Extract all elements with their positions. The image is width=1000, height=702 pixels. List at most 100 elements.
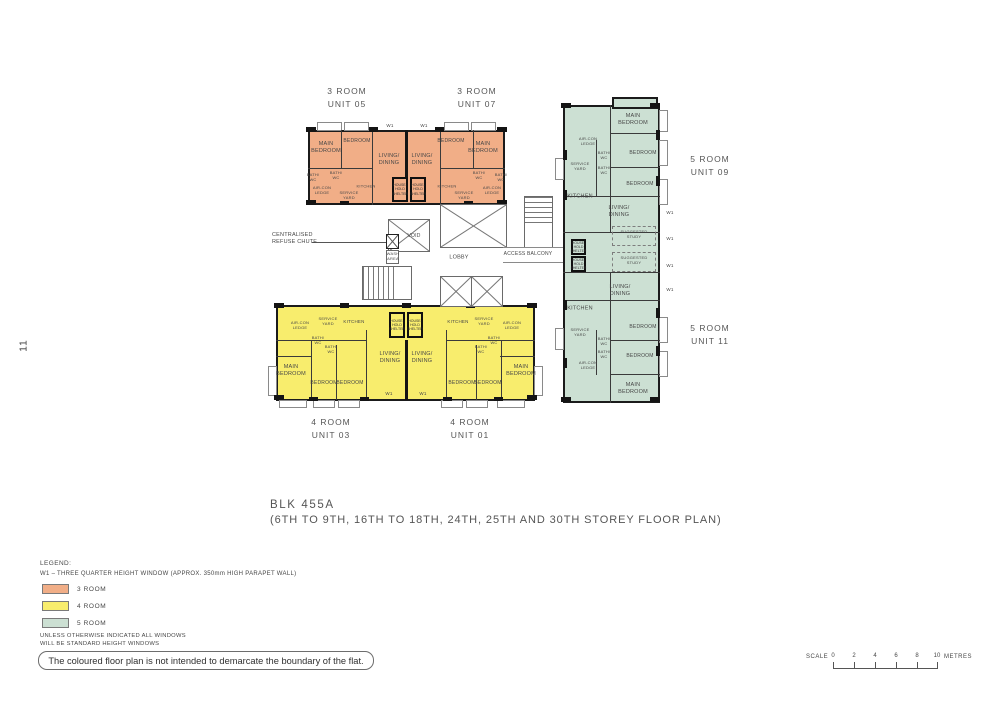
block-subtitle: (6TH TO 9TH, 16TH TO 18TH, 24TH, 25TH AN… [270,514,722,526]
scale-tick-label: 6 [894,653,898,659]
room-label-aircon-ledge: AIR-CON LEDGE [312,185,332,195]
window-sill [659,140,668,166]
unit-title-03: 4 ROOM UNIT 03 [311,416,351,440]
legend-item-3room: 3 ROOM [42,584,106,594]
household-shelter: HOUSE- HOLD SHELTER [410,177,426,202]
legend-label-4room: 4 ROOM [77,602,107,610]
wall-segment [650,397,660,402]
scale-unit-label: METRES [944,654,973,660]
partition [596,140,597,196]
wall-segment [527,303,537,308]
room-label-aircon-ledge: AIR-CON LEDGE [482,185,502,195]
window-sill [534,366,543,396]
partition [610,133,660,134]
wall-segment [563,358,567,368]
room-label-aircon-ledge: AIR-CON LEDGE [290,320,310,330]
window-sill [344,122,369,131]
wall-segment [656,308,660,318]
room-label-service-yard: SERVICE YARD [570,161,590,171]
wall-segment [435,127,444,132]
w1-label: W1 [385,391,393,397]
party-wall [405,130,408,177]
window-sill [659,179,668,205]
scale-tick-label: 0 [831,653,835,659]
room-label-bath-wc: BATH/ WC [306,172,320,182]
household-shelter: HOUSE- HOLD SHELTER [571,256,586,272]
wall-segment [306,127,316,132]
room-label-bedroom: BEDROOM [629,149,657,156]
wall-segment [274,395,284,400]
room-label-bath-wc: BATH/ WC [487,335,501,345]
disclaimer-note: The coloured floor plan is not intended … [38,651,374,670]
room-label-service-yard: SERVICE YARD [570,327,590,337]
wall-segment [464,201,473,205]
household-shelter-label: HOUSE- HOLD SHELTER [570,240,587,254]
window-sill [313,400,335,408]
leader-line [312,242,386,243]
wall-segment [656,346,660,356]
household-shelter: HOUSE- HOLD SHELTER [389,312,405,338]
room-label-service-yard: SERVICE YARD [339,190,359,200]
window-sill [268,366,277,396]
room-label-main-bedroom: MAIN BEDROOM [276,364,306,377]
legend-w1-note: W1 – THREE QUARTER HEIGHT WINDOW (APPROX… [40,571,297,577]
room-label-bath-wc: BATH/ WC [474,344,488,354]
room-label-bedroom: BEDROOM [437,137,465,144]
w1-label: W1 [420,123,428,129]
partition [441,168,505,169]
room-label-main-bedroom: MAIN BEDROOM [311,141,341,154]
household-shelter: HOUSE- HOLD SHELTER [571,239,586,255]
wall-segment [402,303,411,308]
refuse-chute [386,234,399,249]
w1-label: W1 [666,210,674,216]
wall-segment [527,395,537,400]
partition [476,345,477,400]
room-label-bath-wc: BATH/ WC [597,336,611,346]
household-shelter: HOUSE- HOLD SHELTER [392,177,408,202]
room-label-bedroom: BEDROOM [448,379,476,386]
wall-segment [563,300,567,310]
refuse-chute-label: CENTRALISED REFUSE CHUTE [272,232,318,246]
partition [563,232,660,233]
partition [366,330,367,400]
cross-lines [441,205,506,247]
partition [501,340,502,400]
room-label-bedroom: BEDROOM [626,352,654,359]
partition [500,356,535,357]
wall-segment [494,397,503,401]
room-label-bath-wc: BATH/ WC [311,335,325,345]
scale-tick [854,662,855,669]
room-label-suggested-study: SUGGESTED STUDY [620,229,648,239]
cross-lines [441,277,471,306]
partition [276,340,366,341]
corridor-line [503,247,563,248]
wall-segment [563,150,567,160]
legend-swatch-4room [42,601,69,611]
window-sill [659,351,668,377]
room-label-suggested-study: SUGGESTED STUDY [620,255,648,265]
room-label-main-bedroom: MAIN BEDROOM [618,113,648,126]
lift-shaft [471,276,503,307]
unit-title-09: 5 ROOM UNIT 09 [690,153,730,177]
cross-lines [387,235,398,248]
partition [596,330,597,375]
unit-title-05: 3 ROOM UNIT 05 [327,85,367,109]
wall-segment [656,130,660,140]
room-label-bath-wc: BATH/ WC [597,165,611,175]
partition [308,168,372,169]
room-label-living-dining: LIVING/ DINING [379,351,401,364]
room-label-living-dining: LIVING/ DINING [411,351,433,364]
staircase [524,196,553,248]
corridor-line [503,262,563,263]
stair-treads [363,267,395,299]
lobby-label: LOBBY [449,254,469,261]
room-label-bedroom: BEDROOM [629,323,657,330]
partition [563,272,660,273]
